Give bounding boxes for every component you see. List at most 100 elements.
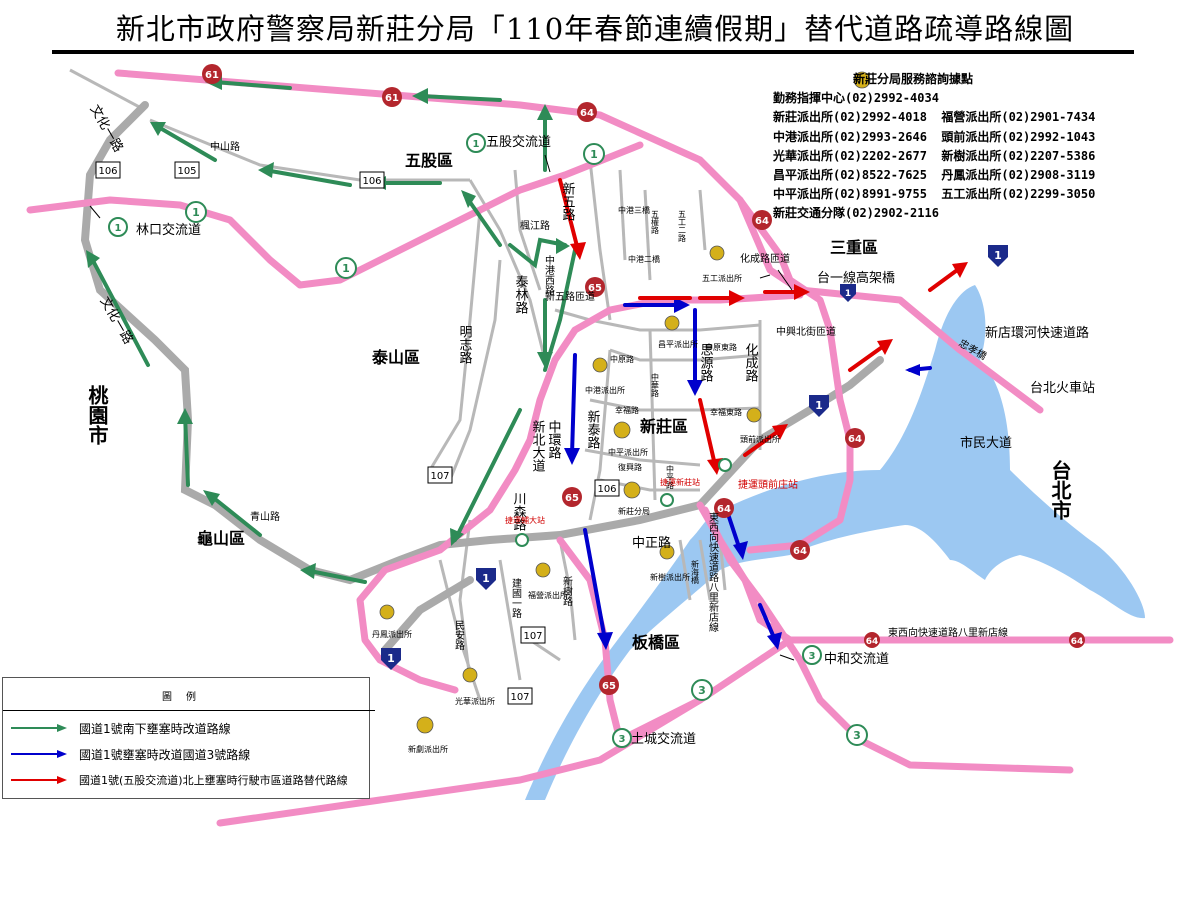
freeway-shield-1-d: 1 xyxy=(476,568,496,590)
station-zhonggang: 中港派出所 xyxy=(585,385,625,395)
freeway-shield-1-e: 1 xyxy=(381,648,401,670)
blue-arrowheads xyxy=(564,297,920,650)
shield-65-c: 65 xyxy=(599,675,619,695)
svg-text:64: 64 xyxy=(755,216,769,227)
service-info-box: 新莊分局服務諮詢據點 勤務指揮中心(02)2992-4034 新莊派出所(02)… xyxy=(773,70,1095,224)
shield-64-f: 64 xyxy=(864,632,880,648)
district-sanchong: 三重區 xyxy=(830,238,878,257)
road-fuxing: 復興路 xyxy=(618,462,642,472)
provincial-shield-1-c: 1 xyxy=(583,143,605,165)
svg-text:64: 64 xyxy=(1071,637,1084,647)
label-wugu-ic: 五股交流道 xyxy=(486,134,551,150)
police-badge-icon xyxy=(416,716,434,734)
shield-106-a: 106 xyxy=(95,161,121,179)
route-shields: 61 61 64 64 64 64 64 64 64 65 65 65 106 … xyxy=(95,64,1085,748)
svg-text:1: 1 xyxy=(590,148,598,161)
info-line: 新莊派出所(02)2992-4018 福營派出所(02)2901-7434 xyxy=(773,110,1096,125)
svg-text:106: 106 xyxy=(597,484,616,495)
freeway-shield-3-c: 3 xyxy=(802,645,822,665)
road-zhonggang2: 中港二橋 xyxy=(628,254,660,264)
district-banqiao: 板橋區 xyxy=(632,633,680,652)
svg-text:65: 65 xyxy=(565,493,579,504)
shield-65-b: 65 xyxy=(562,487,582,507)
label-linkou-ic: 林口交流道 xyxy=(136,222,201,238)
road-qingshan: 青山路 xyxy=(250,510,280,523)
info-line: 中平派出所(02)8991-9755 五工派出所(02)2299-3050 xyxy=(773,187,1096,202)
station-changping: 昌平派出所 xyxy=(658,339,698,349)
road-xinshu: 新樹路 xyxy=(561,575,573,607)
police-badge-icon xyxy=(853,71,871,89)
callout-arrows xyxy=(89,154,795,661)
green-arrow-icon xyxy=(11,724,67,732)
district-wugu: 五股區 xyxy=(405,151,453,170)
road-huacheng: 化成路 xyxy=(743,343,759,382)
road-mingzhi: 明志路 xyxy=(457,325,473,364)
station-new: 新劇派出所 xyxy=(408,744,448,754)
label-taiyi-viaduct: 台一線高架橋 xyxy=(817,270,895,286)
label-ew-expressway: 東西向快速道路八里新店線 xyxy=(888,626,1008,639)
road-xinbei-blvd: 新北大道 xyxy=(530,419,546,472)
road-wuquan: 五權路 xyxy=(651,210,660,234)
svg-text:1: 1 xyxy=(342,262,350,275)
label-civic-blvd: 市民大道 xyxy=(960,435,1012,451)
road-jianguo: 建國一路 xyxy=(510,577,522,619)
shield-64-e: 64 xyxy=(790,540,810,560)
freeway-shield-1-b: 1 xyxy=(840,284,856,302)
road-zhonggang-w: 中港西路 xyxy=(543,254,555,296)
svg-text:64: 64 xyxy=(717,504,731,515)
station-zhongping: 中平派出所 xyxy=(608,447,648,457)
legend-item-blue: 國道1號壅塞時改道國道3號路線 xyxy=(9,744,250,764)
mrt-station-icon xyxy=(515,533,529,547)
road-zhonghua: 中華路 xyxy=(651,372,660,397)
road-zhonghuan: 中環路 xyxy=(546,420,562,459)
label-tucheng-ic: 土城交流道 xyxy=(631,731,696,747)
svg-text:1: 1 xyxy=(845,289,851,299)
police-station-markers xyxy=(379,71,871,734)
svg-text:64: 64 xyxy=(848,434,862,445)
police-badge-icon xyxy=(664,315,680,331)
blue-detour-routes xyxy=(570,303,932,642)
page-title: 新北市政府警察局新莊分局「110年春節連續假期」替代道路疏導路線圖 xyxy=(115,12,1075,46)
svg-text:1: 1 xyxy=(115,223,122,234)
shield-105: 105 xyxy=(174,161,200,179)
shield-61-a: 61 xyxy=(202,64,222,84)
info-title: 新莊分局服務諮詢據點 xyxy=(853,72,974,86)
station-fengming: 丹鳳派出所 xyxy=(372,629,412,639)
svg-text:1: 1 xyxy=(815,399,823,412)
info-line: 昌平派出所(02)8522-7625 丹鳳派出所(02)2908-3119 xyxy=(773,168,1096,183)
road-xinwu: 新五路 xyxy=(560,181,576,221)
road-zhonggang3: 中港三橋 xyxy=(618,205,650,215)
station-xingying: 福營派出所 xyxy=(528,590,568,600)
red-detour-routes xyxy=(558,178,962,467)
road-fengjiang: 楓江路 xyxy=(520,219,550,232)
blue-arrow-icon xyxy=(11,750,67,758)
shield-107-c: 107 xyxy=(507,687,533,705)
green-detour-routes xyxy=(88,80,577,584)
district-taipei: 台北市 xyxy=(1048,459,1072,520)
title-underline xyxy=(52,50,1134,54)
tamsui-river xyxy=(525,285,1145,800)
district-labels: 五股區 泰山區 新莊區 三重區 龜山區 板橋區 桃園市 台北市 xyxy=(85,151,1072,652)
info-line: 新莊交通分隊(02)2902-2116 xyxy=(773,206,939,221)
svg-text:3: 3 xyxy=(853,729,861,742)
shield-64-d: 64 xyxy=(714,498,734,518)
provincial-shield-1-b: 1 xyxy=(335,257,357,279)
legend-item-red: 國道1號(五股交流道)北上壅塞時行駛市區道路替代路線 xyxy=(9,770,348,790)
provincial-shield-1-e: 1 xyxy=(466,133,486,153)
police-badge-icon xyxy=(379,604,395,620)
svg-text:107: 107 xyxy=(430,471,449,482)
police-badge-icon xyxy=(462,667,478,683)
road-zhongping: 中平路 xyxy=(666,464,675,489)
info-line: 光華派出所(02)2202-2677 新樹派出所(02)2207-5386 xyxy=(773,148,1096,163)
mrt-station-icon xyxy=(718,458,732,472)
police-badge-icon xyxy=(746,407,762,423)
station-guanghua: 光華派出所 xyxy=(455,696,495,706)
road-xintai: 新泰路 xyxy=(585,409,601,449)
shield-61-b: 61 xyxy=(382,87,402,107)
freeway-shield-3-b: 3 xyxy=(612,728,632,748)
mrt-xinzhuang: 捷運新莊站 xyxy=(660,477,700,487)
road-zhongzheng: 中正路 xyxy=(632,535,671,551)
place-labels: 林口交流道 五股交流道 土城交流道 中和交流道 化成路匝道 台一線高架橋 中興北… xyxy=(136,134,1095,747)
station-wugong: 五工派出所 xyxy=(702,273,742,283)
